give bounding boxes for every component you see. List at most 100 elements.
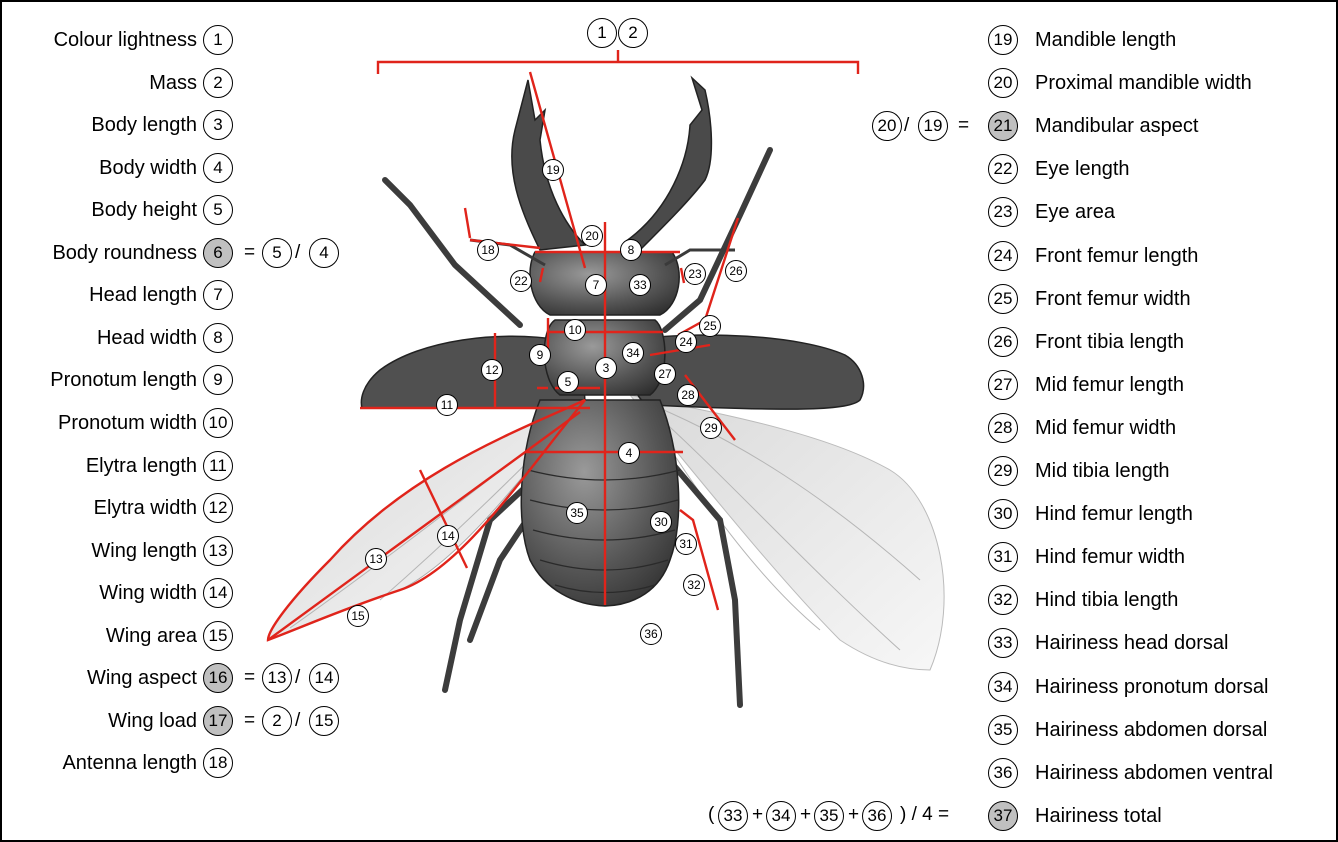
trait-number-29: 29 <box>988 456 1018 486</box>
trait-number-26: 26 <box>988 327 1018 357</box>
slash-sign: / <box>295 241 300 265</box>
trait-label-31: Hind femur width <box>1035 545 1185 569</box>
formula-operand: 15 <box>309 706 339 736</box>
beetle-marker-24: 24 <box>675 331 697 353</box>
beetle-marker-10: 10 <box>564 319 586 341</box>
slash-sign: / <box>295 666 300 690</box>
formula-operand: 4 <box>309 238 339 268</box>
formula-operand: 19 <box>918 111 948 141</box>
beetle-marker-36: 36 <box>640 623 662 645</box>
trait-label-37: Hairiness total <box>1035 804 1162 828</box>
trait-label-27: Mid femur length <box>1035 373 1184 397</box>
divide-by-four: ) / 4 = <box>900 803 949 827</box>
trait-number-19: 19 <box>988 25 1018 55</box>
beetle-marker-5: 5 <box>557 371 579 393</box>
trait-label-4: Body width <box>99 156 197 180</box>
beetle-marker-11: 11 <box>436 394 458 416</box>
trait-label-14: Wing width <box>99 581 197 605</box>
trait-label-6: Body roundness <box>52 241 197 265</box>
trait-number-1: 1 <box>203 25 233 55</box>
trait-label-34: Hairiness pronotum dorsal <box>1035 675 1268 699</box>
trait-number-11: 11 <box>203 451 233 481</box>
beetle-marker-18: 18 <box>477 239 499 261</box>
bracket-label: 1 <box>587 18 617 48</box>
hairiness-term: 34 <box>766 801 796 831</box>
beetle-marker-23: 23 <box>684 263 706 285</box>
beetle-marker-26: 26 <box>725 260 747 282</box>
beetle-marker-28: 28 <box>677 384 699 406</box>
beetle-marker-25: 25 <box>699 315 721 337</box>
trait-label-2: Mass <box>149 71 197 95</box>
trait-label-11: Elytra length <box>86 454 197 478</box>
trait-label-19: Mandible length <box>1035 28 1176 52</box>
trait-label-35: Hairiness abdomen dorsal <box>1035 718 1267 742</box>
trait-number-25: 25 <box>988 284 1018 314</box>
beetle-marker-34: 34 <box>622 342 644 364</box>
plus-sign: + <box>800 803 811 827</box>
slash-sign: / <box>295 709 300 733</box>
trait-label-28: Mid femur width <box>1035 416 1176 440</box>
trait-number-34: 34 <box>988 672 1018 702</box>
trait-label-25: Front femur width <box>1035 287 1191 311</box>
trait-label-20: Proximal mandible width <box>1035 71 1252 95</box>
trait-number-10: 10 <box>203 408 233 438</box>
equals-sign: = <box>958 114 969 138</box>
trait-label-18: Antenna length <box>62 751 197 775</box>
trait-label-1: Colour lightness <box>54 28 197 52</box>
beetle-marker-30: 30 <box>650 511 672 533</box>
trait-label-13: Wing length <box>91 539 197 563</box>
trait-label-29: Mid tibia length <box>1035 459 1170 483</box>
trait-label-12: Elytra width <box>94 496 197 520</box>
trait-number-13: 13 <box>203 536 233 566</box>
open-paren: ( <box>708 803 714 827</box>
trait-label-10: Pronotum width <box>58 411 197 435</box>
beetle-marker-35: 35 <box>566 502 588 524</box>
beetle-marker-9: 9 <box>529 344 551 366</box>
hairiness-term: 36 <box>862 801 892 831</box>
trait-label-36: Hairiness abdomen ventral <box>1035 761 1273 785</box>
beetle-marker-12: 12 <box>481 359 503 381</box>
beetle-marker-19: 19 <box>542 159 564 181</box>
trait-number-17: 17 <box>203 706 233 736</box>
trait-number-28: 28 <box>988 413 1018 443</box>
beetle-marker-13: 13 <box>365 548 387 570</box>
formula-operand: 20 <box>872 111 902 141</box>
trait-number-27: 27 <box>988 370 1018 400</box>
trait-label-5: Body height <box>91 198 197 222</box>
trait-label-22: Eye length <box>1035 157 1130 181</box>
hairiness-term: 35 <box>814 801 844 831</box>
plus-sign: + <box>752 803 763 827</box>
trait-number-30: 30 <box>988 499 1018 529</box>
beetle-marker-22: 22 <box>510 270 532 292</box>
beetle-marker-14: 14 <box>437 525 459 547</box>
beetle-marker-4: 4 <box>618 442 640 464</box>
beetle-marker-33: 33 <box>629 274 651 296</box>
beetle-marker-3: 3 <box>595 357 617 379</box>
trait-label-17: Wing load <box>108 709 197 733</box>
trait-label-24: Front femur length <box>1035 244 1198 268</box>
trait-label-32: Hind tibia length <box>1035 588 1178 612</box>
trait-label-21: Mandibular aspect <box>1035 114 1198 138</box>
trait-label-26: Front tibia length <box>1035 330 1184 354</box>
trait-number-36: 36 <box>988 758 1018 788</box>
trait-number-24: 24 <box>988 241 1018 271</box>
trait-number-37: 37 <box>988 801 1018 831</box>
beetle-marker-27: 27 <box>654 363 676 385</box>
trait-number-21: 21 <box>988 111 1018 141</box>
bracket-label: 2 <box>618 18 648 48</box>
trait-number-35: 35 <box>988 715 1018 745</box>
beetle-marker-8: 8 <box>620 239 642 261</box>
plus-sign: + <box>848 803 859 827</box>
trait-label-23: Eye area <box>1035 200 1115 224</box>
beetle-marker-32: 32 <box>683 574 705 596</box>
trait-number-3: 3 <box>203 110 233 140</box>
trait-number-14: 14 <box>203 578 233 608</box>
trait-number-8: 8 <box>203 323 233 353</box>
trait-label-9: Pronotum length <box>50 368 197 392</box>
trait-number-2: 2 <box>203 68 233 98</box>
trait-number-15: 15 <box>203 621 233 651</box>
beetle-marker-20: 20 <box>581 225 603 247</box>
trait-number-20: 20 <box>988 68 1018 98</box>
trait-label-8: Head width <box>97 326 197 350</box>
beetle-marker-15: 15 <box>347 605 369 627</box>
